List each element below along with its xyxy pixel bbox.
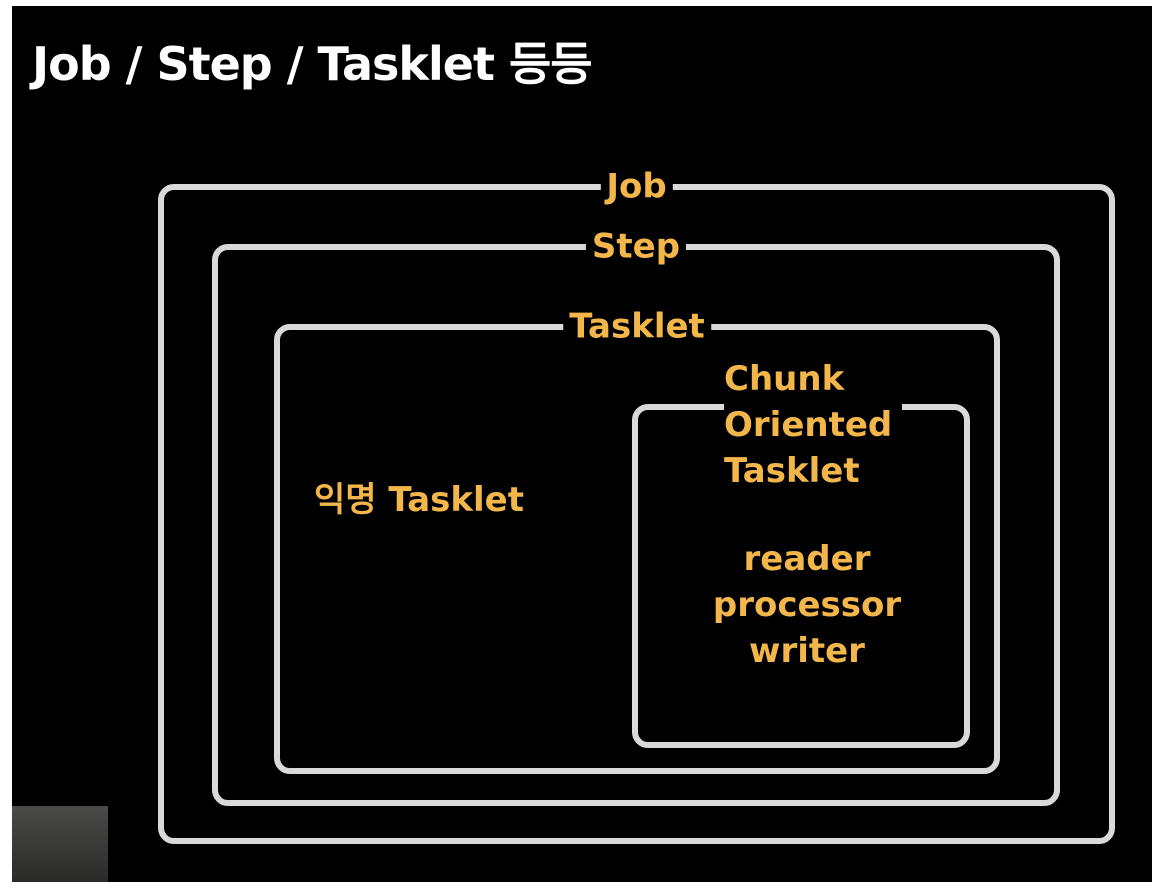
- component-writer: writer: [749, 631, 865, 671]
- step-box: Step: [212, 227, 1060, 806]
- job-label: Job: [600, 167, 673, 206]
- anonymous-tasklet-label: 익명 Tasklet: [314, 480, 524, 520]
- slide-title: Job / Step / Tasklet 등등: [32, 37, 593, 91]
- slide-frame: Job / Step / Tasklet 등등 Job Step Tasklet…: [12, 6, 1152, 882]
- step-label: Step: [585, 227, 687, 266]
- component-reader: reader: [743, 539, 871, 579]
- component-processor: processor: [712, 585, 902, 625]
- chunk-title-line: Tasklet: [724, 451, 860, 491]
- chunk-title-line: Chunk: [724, 359, 845, 399]
- chunk-oriented-tasklet-label: Chunk Oriented Tasklet: [724, 356, 903, 494]
- tasklet-box: Tasklet: [274, 307, 1000, 774]
- job-box: Job: [158, 167, 1115, 844]
- chunk-components-list: reader processor writer: [632, 536, 982, 674]
- corner-video-overlay: [12, 806, 108, 882]
- chunk-title-line: Oriented: [724, 405, 893, 445]
- tasklet-label: Tasklet: [563, 307, 711, 346]
